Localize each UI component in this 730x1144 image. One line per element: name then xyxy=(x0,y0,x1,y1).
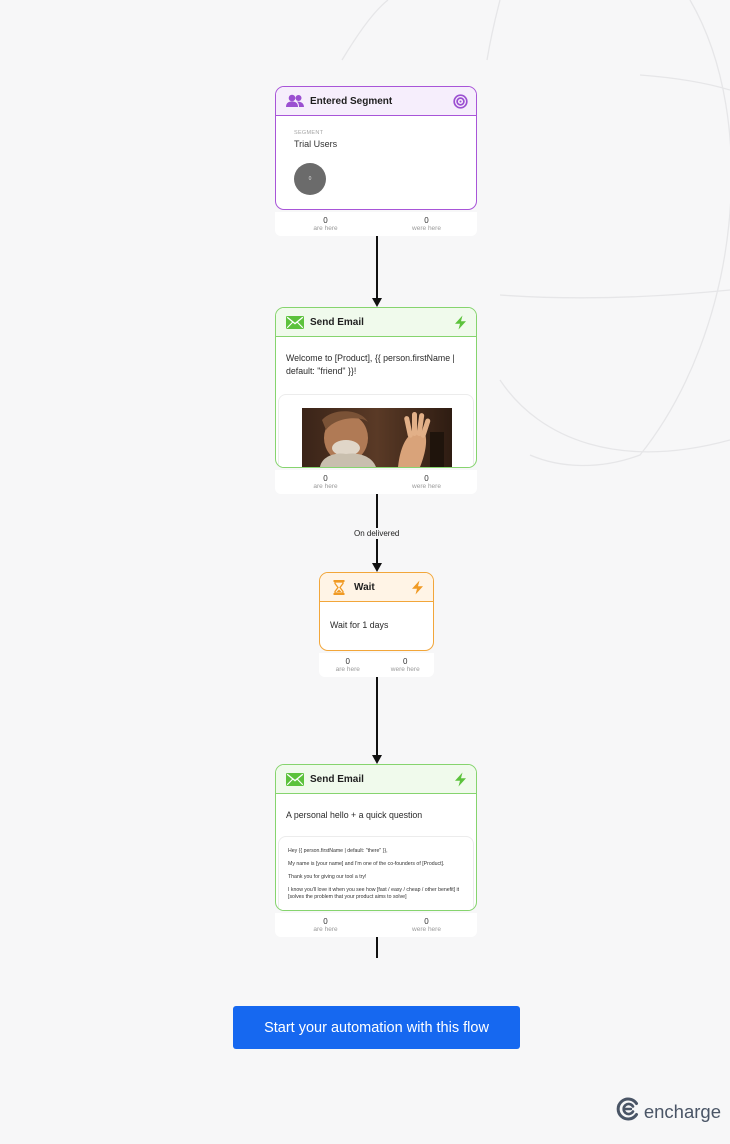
start-automation-button[interactable]: Start your automation with this flow xyxy=(233,1006,520,1049)
segment-field-label: SEGMENT xyxy=(294,130,324,136)
stat-count: 0 xyxy=(323,917,328,926)
brand-logo[interactable]: encharge xyxy=(616,1097,721,1126)
connector-arrow xyxy=(372,298,382,307)
wait-header: Wait xyxy=(320,573,433,602)
preview-line: Thank you for giving our tool a try! xyxy=(288,874,367,880)
stat-label: were here xyxy=(412,483,441,490)
encharge-logo-icon xyxy=(616,1097,640,1126)
stat-count: 0 xyxy=(424,216,429,225)
segment-stats: 0 are here 0 were here xyxy=(275,212,477,236)
stat-count: 0 xyxy=(424,474,429,483)
connector-arrow xyxy=(372,563,382,572)
email1-stats: 0 are here 0 were here xyxy=(275,470,477,494)
connector-arrow xyxy=(372,755,382,764)
preview-line: My name is [your name] and I'm one of th… xyxy=(288,861,445,867)
stat-label: were here xyxy=(412,926,441,933)
segment-field-value: Trial Users xyxy=(294,139,338,149)
email2-stats: 0 are here 0 were here xyxy=(275,913,477,937)
preview-line: Hey {{ person.firstName | default: "ther… xyxy=(288,848,388,854)
lightning-icon[interactable] xyxy=(452,771,468,787)
stat-count: 0 xyxy=(323,216,328,225)
wait-body: Wait for 1 days xyxy=(320,602,433,632)
stat-count: 0 xyxy=(345,657,350,666)
lightning-icon[interactable] xyxy=(409,579,425,595)
brand-name: encharge xyxy=(643,1100,721,1122)
gif-preview xyxy=(302,408,452,467)
stat-label: were here xyxy=(390,666,420,673)
stat-were-here: 0 were here xyxy=(376,212,477,236)
connector-line xyxy=(376,236,378,298)
stat-were-here: 0 were here xyxy=(376,913,477,937)
envelope-icon xyxy=(286,313,304,331)
stat-label: are here xyxy=(335,666,360,673)
email-preview: Hey {{ person.firstName | default: "ther… xyxy=(278,836,474,910)
preview-line: I know you'll love it when you see how [… xyxy=(288,887,460,900)
segment-count-circle: 0 xyxy=(294,163,326,195)
target-icon[interactable] xyxy=(452,93,468,109)
node-title: Wait xyxy=(354,581,375,593)
stat-count: 0 xyxy=(403,657,408,666)
lightning-icon[interactable] xyxy=(452,314,468,330)
node-title: Send Email xyxy=(310,316,364,328)
email-body: Welcome to [Product], {{ person.firstNam… xyxy=(276,337,476,378)
users-icon xyxy=(286,92,304,110)
edge-label-on-delivered[interactable]: On delivered xyxy=(352,528,402,539)
stat-are-here: 0 are here xyxy=(319,653,377,677)
email-subject: Welcome to [Product], {{ person.firstNam… xyxy=(286,353,455,376)
send-email-node-2[interactable]: Send Email A personal hello + a quick qu… xyxy=(275,764,477,911)
wait-node[interactable]: Wait Wait for 1 days xyxy=(319,572,434,651)
entered-segment-header: Entered Segment xyxy=(276,87,476,116)
stat-count: 0 xyxy=(323,474,328,483)
email-body: A personal hello + a quick question xyxy=(276,794,476,822)
email-subject: A personal hello + a quick question xyxy=(286,810,423,820)
email-preview xyxy=(278,394,474,467)
stat-label: are here xyxy=(313,483,338,490)
stat-label: were here xyxy=(412,225,441,232)
segment-body: SEGMENT Trial Users 0 xyxy=(276,116,476,195)
stat-were-here: 0 were here xyxy=(377,653,435,677)
envelope-icon xyxy=(286,770,304,788)
wait-stats: 0 are here 0 were here xyxy=(319,653,434,677)
connector-line xyxy=(376,677,378,755)
segment-count-value: 0 xyxy=(308,176,312,182)
stat-were-here: 0 were here xyxy=(376,470,477,494)
stat-label: are here xyxy=(313,926,338,933)
email-text-preview: Hey {{ person.firstName | default: "ther… xyxy=(279,837,473,901)
send-email-header: Send Email xyxy=(276,308,476,337)
hourglass-icon xyxy=(330,578,348,596)
stat-are-here: 0 are here xyxy=(275,212,376,236)
stat-label: are here xyxy=(313,225,338,232)
send-email-header: Send Email xyxy=(276,765,476,794)
entered-segment-node[interactable]: Entered Segment SEGMENT Trial Users 0 xyxy=(275,86,477,210)
node-title: Entered Segment xyxy=(310,95,393,107)
connector-line xyxy=(376,937,378,958)
stat-count: 0 xyxy=(424,917,429,926)
stat-are-here: 0 are here xyxy=(275,470,376,494)
stat-are-here: 0 are here xyxy=(275,913,376,937)
wait-duration: Wait for 1 days xyxy=(330,620,389,630)
node-title: Send Email xyxy=(310,773,364,785)
send-email-node-1[interactable]: Send Email Welcome to [Product], {{ pers… xyxy=(275,307,477,468)
